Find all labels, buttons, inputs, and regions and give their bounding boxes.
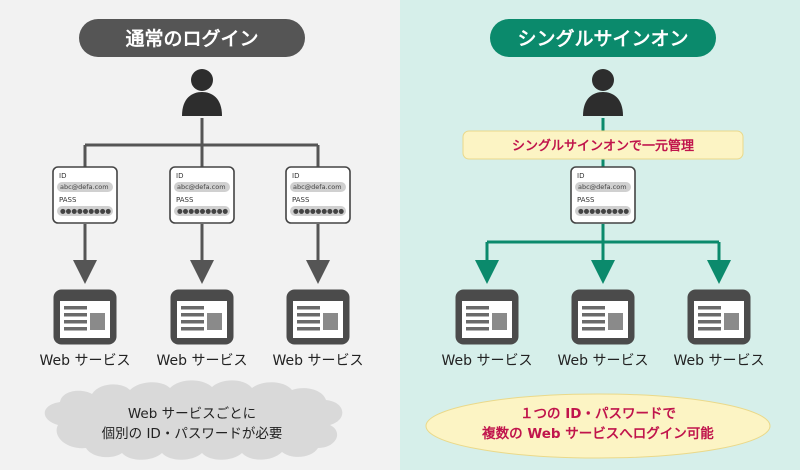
left-caption-line-2: 個別の ID・パスワードが必要 (102, 426, 283, 442)
pass-value: ●●●●●●●●● (177, 207, 228, 215)
web-service-icon (455, 289, 519, 345)
web-service-icon (53, 289, 117, 345)
pass-value: ●●●●●●●●● (60, 207, 111, 215)
id-label: ID (292, 172, 299, 180)
left-service-label-2: Web サービス (157, 353, 248, 369)
id-value: abc@defa.com (60, 183, 109, 191)
id-label: ID (176, 172, 183, 180)
right-caption-line-1: １つの ID・パスワードで (520, 406, 676, 422)
id-value: abc@defa.com (578, 183, 627, 191)
pass-value: ●●●●●●●●● (578, 207, 629, 215)
left-title: 通常のログイン (125, 27, 258, 50)
right-title: シングルサインオン (517, 27, 688, 50)
left-connectors (83, 118, 320, 167)
credential-card-left-2: ID abc@defa.com PASS ●●●●●●●●● (169, 166, 235, 224)
left-service-label-3: Web サービス (273, 353, 364, 369)
pass-label: PASS (292, 196, 310, 204)
pass-label: PASS (577, 196, 595, 204)
left-title-pill (79, 19, 305, 57)
right-service-label-2: Web サービス (558, 353, 649, 369)
web-service-icon (170, 289, 234, 345)
web-service-icon (571, 289, 635, 345)
credential-card-left-3: ID abc@defa.com PASS ●●●●●●●●● (285, 166, 351, 224)
right-caption-line-2: 複数の Web サービスへログイン可能 (481, 425, 714, 442)
left-arrows (73, 224, 330, 284)
sso-band (462, 130, 744, 160)
id-label: ID (59, 172, 66, 180)
left-service-label-1: Web サービス (40, 353, 131, 369)
sso-band-label: シングルサインオンで一元管理 (512, 138, 694, 154)
pass-value: ●●●●●●●●● (293, 207, 344, 215)
id-label: ID (577, 172, 584, 180)
credential-card-right: ID abc@defa.com PASS ●●●●●●●●● (570, 166, 636, 224)
pass-label: PASS (59, 196, 77, 204)
id-value: abc@defa.com (177, 183, 226, 191)
right-caption-ellipse (425, 393, 771, 459)
web-service-icon (687, 289, 751, 345)
id-value: abc@defa.com (293, 183, 342, 191)
web-service-icon (286, 289, 350, 345)
credential-card-left-1: ID abc@defa.com PASS ●●●●●●●●● (52, 166, 118, 224)
left-caption-cloud (44, 380, 343, 460)
right-arrows (475, 242, 731, 284)
right-service-label-3: Web サービス (674, 353, 765, 369)
right-title-pill (490, 19, 716, 57)
right-service-label-1: Web サービス (442, 353, 533, 369)
pass-label: PASS (176, 196, 194, 204)
left-caption-line-1: Web サービスごとに (128, 406, 256, 422)
